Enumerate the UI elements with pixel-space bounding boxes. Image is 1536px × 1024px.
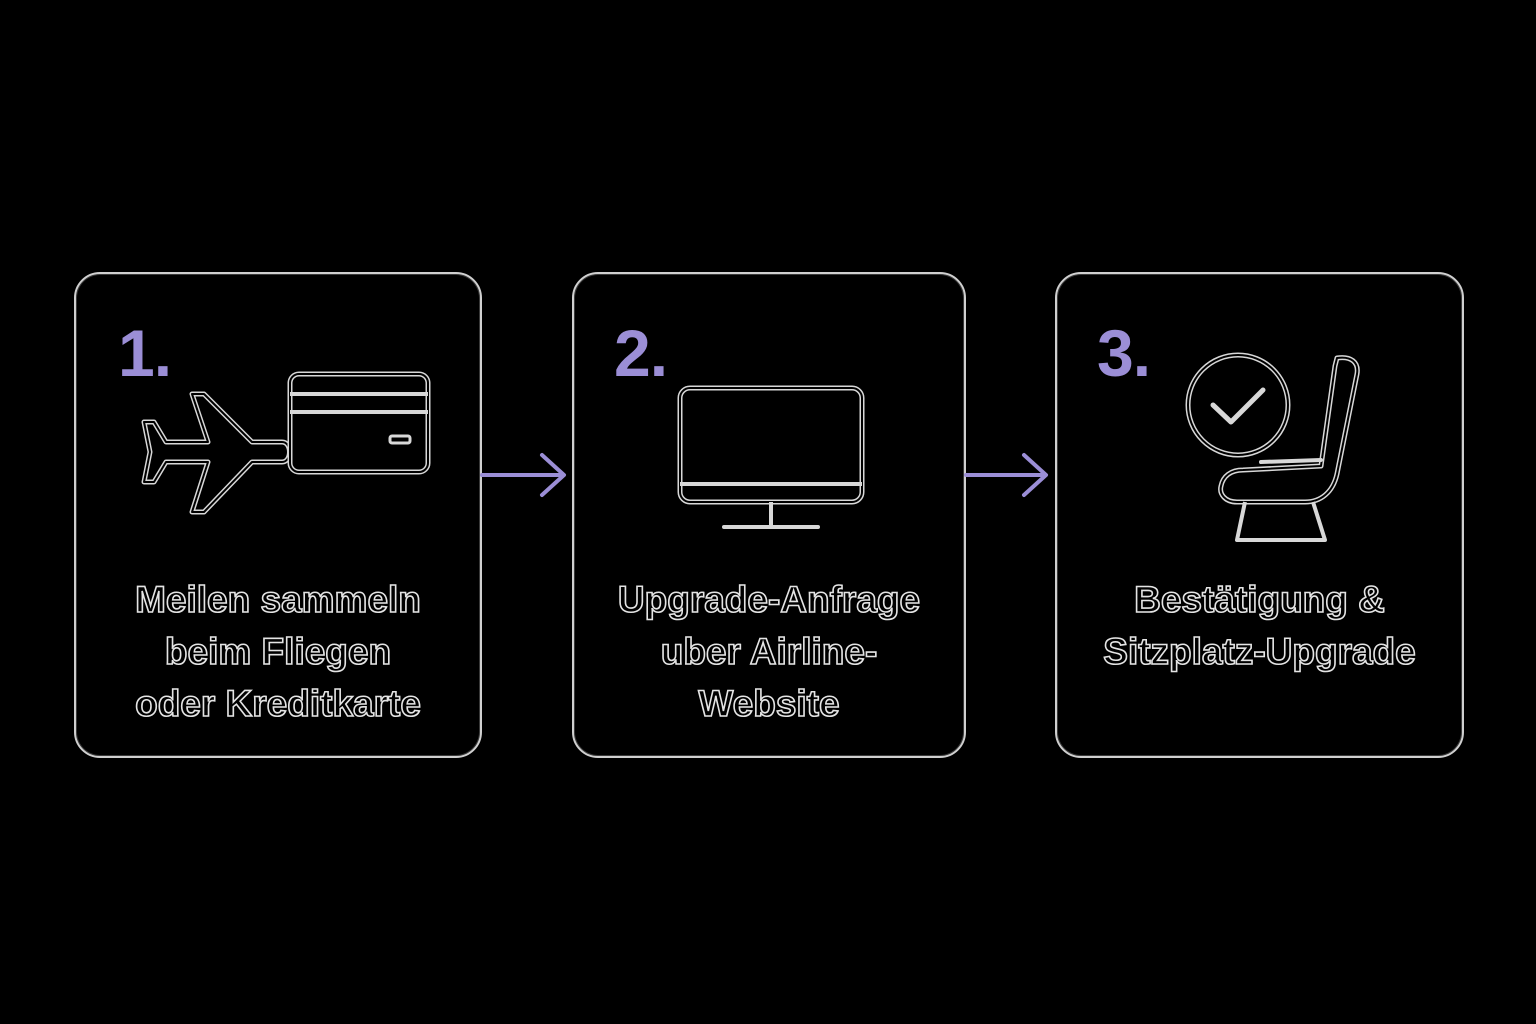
check-circle-icon xyxy=(1185,352,1291,458)
arrow-right-icon xyxy=(480,453,566,497)
step-label: Bestätigung & Sitzplatz-Upgrade xyxy=(1057,574,1462,678)
step-number: 1. xyxy=(118,316,172,390)
step-label: Upgrade-Anfrage uber Airline- Website xyxy=(574,574,964,730)
step-label: Meilen sammeln beim Fliegen oder Kreditk… xyxy=(76,574,480,730)
step-label-line: beim Fliegen xyxy=(164,630,392,673)
computer-monitor-icon xyxy=(677,385,865,529)
airplane-icon xyxy=(141,391,292,515)
step-label-line: uber Airline- xyxy=(660,630,878,673)
airplane-seat-icon xyxy=(1218,355,1360,542)
step-card-2: 2. Upgrade-Anfrage uber Airline- Website xyxy=(572,272,966,758)
step-label-line: Upgrade-Anfrage xyxy=(617,578,921,621)
step-label-line: Meilen sammeln xyxy=(134,578,421,621)
step-label-line: Bestätigung & xyxy=(1133,578,1385,621)
arrow-right-icon xyxy=(964,453,1048,497)
step-number: 3. xyxy=(1097,316,1151,390)
credit-card-icon xyxy=(287,371,431,475)
step-card-3: 3. Bestätigung & Sitzplatz-Upgrade xyxy=(1055,272,1464,758)
step-label-line: Website xyxy=(698,682,841,725)
step-card-1: 1. Meilen sammeln beim Fliegen oder Kred… xyxy=(74,272,482,758)
step-number: 2. xyxy=(614,316,668,390)
step-label-line: oder Kreditkarte xyxy=(134,682,421,725)
step-label-line: Sitzplatz-Upgrade xyxy=(1102,630,1416,673)
